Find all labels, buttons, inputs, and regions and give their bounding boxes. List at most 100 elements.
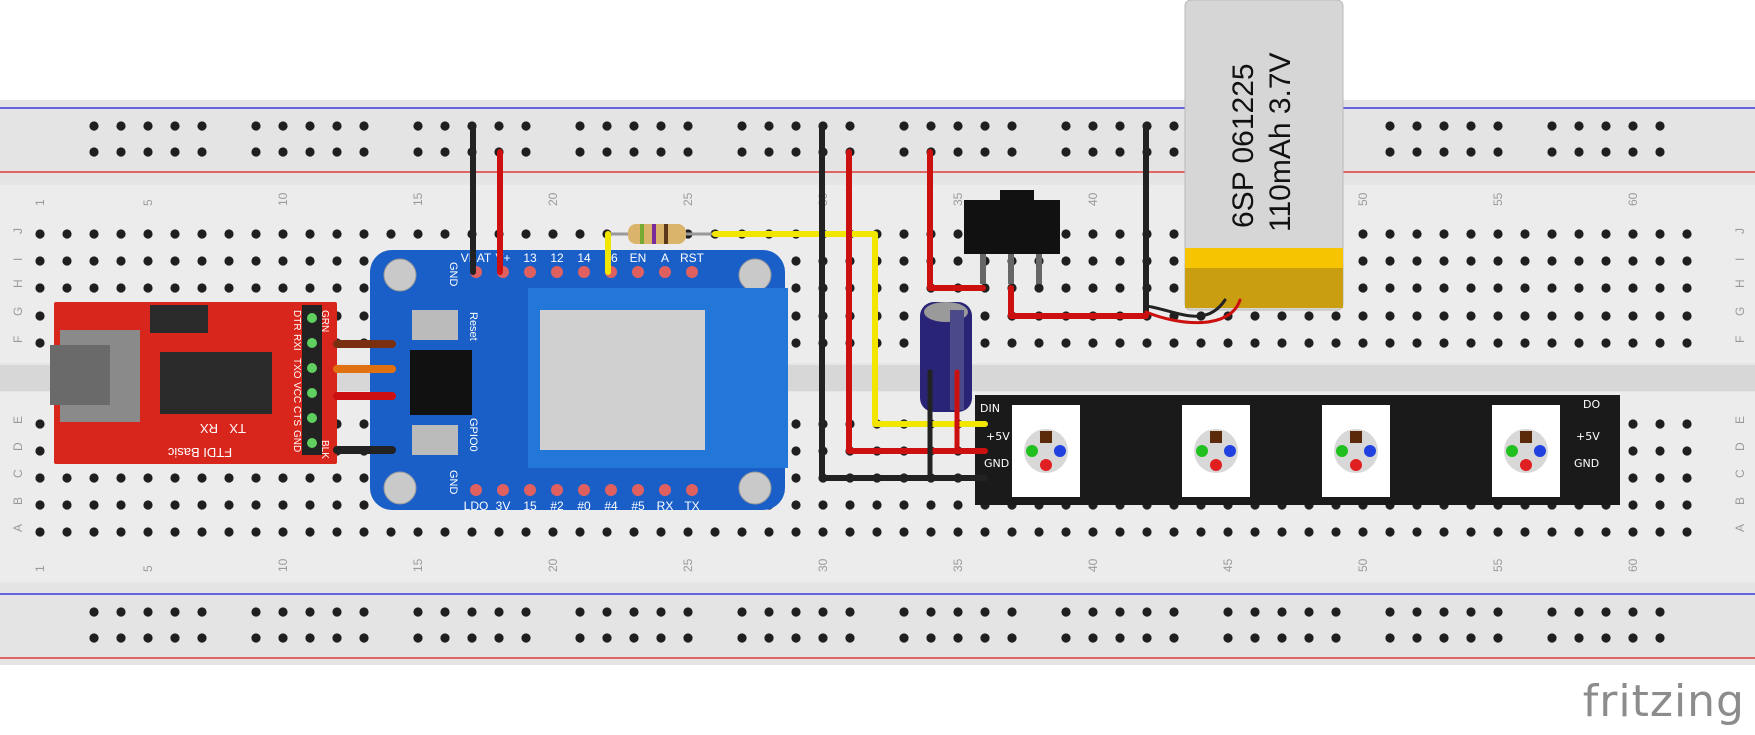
breadboard-hole: [1655, 338, 1665, 348]
column-number: 40: [1086, 558, 1100, 572]
breadboard-hole: [1223, 527, 1233, 537]
breadboard-hole: [1358, 527, 1368, 537]
esp-side-gnd-top: GND: [447, 262, 459, 287]
breadboard-hole: [1520, 256, 1530, 266]
breadboard-hole: [1277, 311, 1287, 321]
ftdi-pin: [307, 413, 317, 423]
column-number: 35: [951, 558, 965, 572]
rail-hole: [602, 121, 612, 131]
breadboard-hole: [1088, 229, 1098, 239]
ftdi-header: [302, 305, 322, 455]
breadboard-hole: [980, 338, 990, 348]
resistor[interactable]: [608, 224, 715, 244]
breadboard-hole: [197, 283, 207, 293]
breadboard-hole: [278, 527, 288, 537]
breadboard-hole: [359, 473, 369, 483]
rail-hole: [440, 633, 450, 643]
esp-pin: [686, 484, 698, 496]
breadboard-hole: [440, 527, 450, 537]
breadboard-hole: [278, 500, 288, 510]
breadboard-hole: [845, 500, 855, 510]
rail-hole: [1115, 607, 1125, 617]
row-letter: I: [11, 258, 25, 261]
row-letter: H: [1733, 279, 1747, 288]
esp-bottom-pin-label: RX: [657, 499, 674, 513]
breadboard-hole: [791, 527, 801, 537]
breadboard-hole: [1007, 527, 1017, 537]
rail-hole: [521, 607, 531, 617]
breadboard-hole: [224, 229, 234, 239]
column-number: 1: [33, 565, 47, 572]
rail-hole: [656, 633, 666, 643]
breadboard-hole: [305, 229, 315, 239]
breadboard-hole: [251, 473, 261, 483]
rail-hole: [575, 121, 585, 131]
rail-hole: [1304, 607, 1314, 617]
breadboard-hole: [1088, 283, 1098, 293]
rail-hole: [602, 607, 612, 617]
rail-hole: [359, 147, 369, 157]
breadboard-hole: [332, 283, 342, 293]
breadboard-hole: [521, 229, 531, 239]
rail-hole: [116, 147, 126, 157]
rail-hole: [332, 633, 342, 643]
rail-hole: [413, 121, 423, 131]
breadboard-hole: [494, 527, 504, 537]
rail-hole: [1466, 121, 1476, 131]
rail-hole: [1574, 633, 1584, 643]
breadboard-hole: [1628, 229, 1638, 239]
rail-hole: [1655, 607, 1665, 617]
ftdi-pin-label: TXO: [291, 358, 302, 379]
rail-hole: [1547, 121, 1557, 131]
row-letter: D: [1733, 442, 1747, 451]
reset-button[interactable]: [412, 310, 458, 340]
breadboard-hole: [1061, 256, 1071, 266]
rail-hole: [683, 607, 693, 617]
breadboard-hole: [35, 500, 45, 510]
breadboard-hole: [1682, 256, 1692, 266]
breadboard-hole: [1385, 256, 1395, 266]
row-letter: E: [1733, 416, 1747, 424]
lipo-battery[interactable]: 6SP 061225 110mAh 3.7V: [1184, 0, 1344, 311]
rail-hole: [1574, 607, 1584, 617]
breadboard-hole: [1547, 229, 1557, 239]
breadboard-hole: [35, 229, 45, 239]
breadboard-hole: [89, 256, 99, 266]
breadboard-hole: [1169, 527, 1179, 537]
wire-red: [927, 149, 986, 291]
rail-hole: [1385, 607, 1395, 617]
rail-hole: [251, 121, 261, 131]
breadboard-hole: [359, 283, 369, 293]
breadboard-hole: [359, 500, 369, 510]
rail-hole: [251, 607, 261, 617]
breadboard-hole: [1466, 229, 1476, 239]
led-strip[interactable]: DIN +5V GND DO +5V GND: [975, 395, 1620, 505]
esp-pin: [632, 266, 644, 278]
breadboard-hole: [1115, 229, 1125, 239]
strip-gnd-label: GND: [984, 457, 1009, 470]
esp-top-pin-label: 13: [523, 251, 537, 265]
rail-hole: [305, 633, 315, 643]
rail-hole: [1007, 607, 1017, 617]
ftdi-pin-label: RXI: [291, 334, 302, 351]
esp-pin: [551, 266, 563, 278]
rail-hole: [656, 147, 666, 157]
rail-hole: [278, 147, 288, 157]
breadboard-hole: [1520, 338, 1530, 348]
gpio0-button[interactable]: [412, 425, 458, 455]
breadboard-hole: [1196, 527, 1206, 537]
breadboard-hole: [224, 256, 234, 266]
breadboard-hole: [1682, 229, 1692, 239]
breadboard-hole: [89, 527, 99, 537]
breadboard-hole: [710, 527, 720, 537]
breadboard-hole: [1088, 256, 1098, 266]
breadboard-hole: [1358, 256, 1368, 266]
rail-hole: [89, 121, 99, 131]
breadboard-hole: [1547, 527, 1557, 537]
slide-switch[interactable]: [964, 190, 1060, 284]
breadboard-hole: [1439, 527, 1449, 537]
breadboard-hole: [1331, 311, 1341, 321]
breadboard-hole: [1034, 283, 1044, 293]
